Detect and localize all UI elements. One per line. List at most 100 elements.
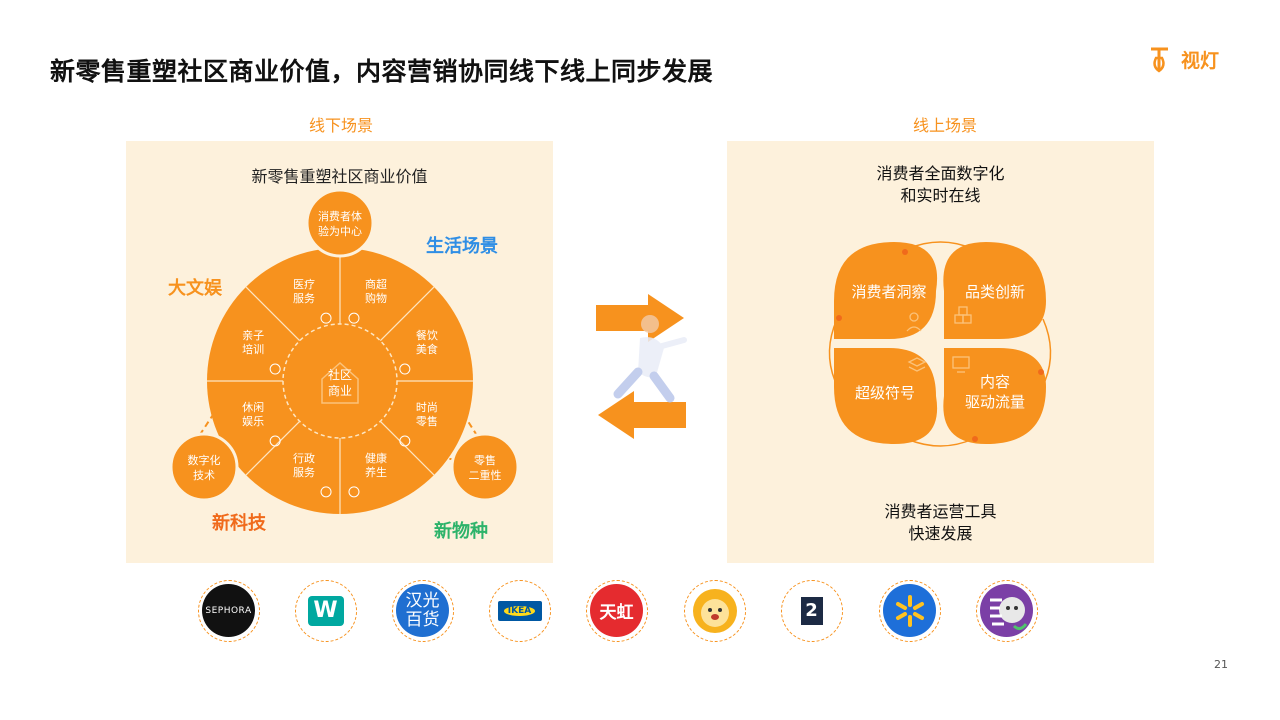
- logo-kuaile: [976, 580, 1038, 642]
- lamp-icon: [1151, 47, 1168, 73]
- offline-section-label: 线下场景: [308, 116, 373, 135]
- online-panel: 消费者全面数字化和实时在线 消费者洞察 品类创新 超级符号 内容 驱动流量 消费…: [727, 141, 1154, 563]
- segment-label: 娱乐: [242, 414, 264, 428]
- petal-bl-label: 超级符号: [854, 384, 915, 402]
- lion-icon: [692, 588, 737, 633]
- logo-ikea: IKEA: [489, 580, 551, 642]
- wheel-spokes: [207, 248, 473, 514]
- petal-tl: [834, 242, 938, 339]
- logo-lion-mascot: [684, 580, 746, 642]
- layers-icon: [907, 357, 927, 372]
- petal-br-label: 内容 驱动流量: [964, 373, 1025, 411]
- node-label-bottom-right: 二重性: [469, 468, 502, 482]
- label-new-tech: 新科技: [212, 513, 266, 534]
- hanger-icon: [399, 435, 411, 447]
- monitor-icon: [952, 356, 970, 373]
- online-top-text: 消费者全面数字化和实时在线: [876, 164, 1005, 205]
- online-diagram: [828, 241, 1052, 447]
- ikea-badge: IKEA: [497, 600, 542, 621]
- wheel-spoke: [379, 420, 435, 476]
- segment-label: 餐饮: [416, 328, 438, 342]
- brand-name: 视灯: [1181, 49, 1220, 72]
- label-new-species: 新物种: [434, 521, 488, 542]
- baby-icon: [269, 363, 281, 375]
- watsons-mark: W: [307, 595, 344, 626]
- logo-sephora: SEPHORA: [198, 580, 260, 642]
- page-title: 新零售重塑社区商业价值，内容营销协同线下线上同步发展: [50, 57, 714, 86]
- cloche-icon: [399, 363, 411, 375]
- segment-label: 健康: [365, 451, 387, 465]
- offline-center-title: 新零售重塑社区商业价值: [251, 167, 428, 186]
- segment-label: 养生: [365, 465, 387, 479]
- segment-label: 零售: [416, 414, 438, 428]
- segment-label: 商超: [365, 277, 387, 291]
- two-mark: 2: [800, 596, 823, 625]
- node-label-top: 验为中心: [318, 224, 362, 238]
- exchange-arrows: [596, 294, 687, 439]
- segment-label: 培训: [242, 342, 264, 356]
- segment-label: 美食: [416, 342, 438, 356]
- logo-watsons: W: [295, 580, 357, 642]
- house-icon: [321, 361, 359, 404]
- label-life-scene: 生活场景: [426, 236, 498, 257]
- offline-panel: 新零售重塑社区商业价值 社区 商业 商超购物餐饮美食时尚零售健康养生行政服务休闲…: [126, 141, 553, 563]
- logo-hanguang: 汉光 百货: [392, 580, 454, 642]
- segment-label: 行政: [293, 451, 315, 465]
- hub-label-line1: 社区: [328, 367, 352, 382]
- segment-label: 休闲: [242, 400, 264, 414]
- label-entertainment: 大文娱: [168, 278, 222, 299]
- segment-label: 服务: [293, 292, 315, 305]
- runner-icon: [613, 315, 687, 403]
- inner-hub-ring: [282, 323, 398, 439]
- node-label-top: 消费者体: [318, 209, 362, 223]
- logo-tianhong: 天虹: [586, 580, 648, 642]
- brand-logo: 视灯: [1148, 44, 1219, 74]
- stethoscope-icon: [320, 312, 332, 324]
- online-section-label: 线上场景: [912, 116, 977, 135]
- arrow-right-icon: [596, 294, 684, 342]
- dumbbell-icon: [269, 435, 281, 447]
- hub-label-line2: 商业: [328, 383, 352, 398]
- logo-walmart: [879, 580, 941, 642]
- cubes-icon: [954, 306, 972, 324]
- segment-label: 医疗: [293, 277, 315, 291]
- segment-label: 购物: [365, 291, 387, 305]
- segment-label: 服务: [293, 466, 315, 479]
- petal-tl-label: 消费者洞察: [851, 283, 927, 301]
- wheel-spoke: [245, 286, 301, 342]
- ikea-text: IKEA: [503, 605, 536, 616]
- petal-bl: [834, 348, 938, 444]
- node-bottom-right: [450, 432, 520, 502]
- page-number: 21: [1214, 658, 1228, 671]
- health-icon: [348, 486, 360, 498]
- segment-label: 亲子: [242, 328, 264, 342]
- node-bottom-left: [169, 432, 239, 502]
- user-icon: [906, 312, 922, 332]
- logo-2: 2: [781, 580, 843, 642]
- person-icon: [320, 486, 332, 498]
- spark-icon: [895, 594, 924, 627]
- wheel-spoke: [379, 286, 435, 342]
- shop-icon: [348, 312, 360, 324]
- node-label-bottom-right: 零售: [474, 453, 496, 467]
- node-top: [305, 188, 375, 258]
- mascot-icon: [989, 596, 1027, 630]
- petal-br: [943, 348, 1046, 444]
- arrow-left-icon: [598, 391, 686, 439]
- wheel-spoke: [245, 420, 301, 476]
- node-label-bottom-left: 数字化: [188, 453, 221, 467]
- online-bottom-text: 消费者运营工具快速发展: [884, 502, 997, 543]
- petal-tr-label: 品类创新: [964, 283, 1025, 301]
- node-label-bottom-left: 技术: [193, 469, 215, 482]
